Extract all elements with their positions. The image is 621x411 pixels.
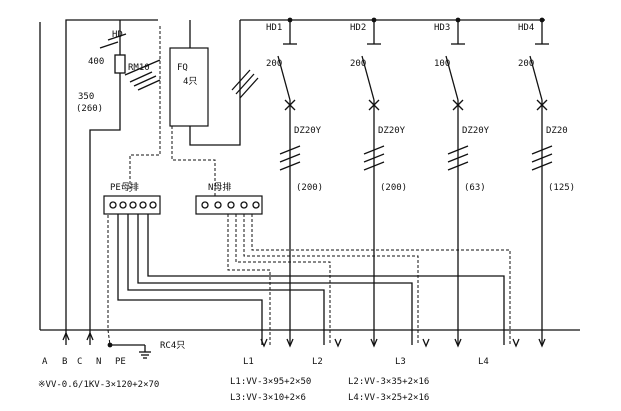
breaker-1-cable-tick-2 (279, 153, 301, 163)
breaker-3-cable-tick-2 (447, 153, 469, 163)
breaker-2-model: DZ20Y (378, 126, 406, 136)
breaker-2-cross-b (368, 99, 380, 111)
cable-l1: L1:VV-3×95+2×50 (230, 377, 311, 387)
load-label-l3: L3 (395, 357, 406, 367)
breaker-2-cable-tick-3 (363, 161, 385, 171)
breaker-3-cross-b (452, 99, 464, 111)
cable-l3: L3:VV-3×10+2×6 (230, 393, 306, 403)
breaker-1-cable-tick-1 (279, 145, 301, 155)
breaker-1-name: HD1 (266, 23, 282, 33)
breaker-4-rating: 200 (518, 59, 534, 69)
fuse-setting: (260) (76, 104, 103, 114)
load-arrow-4-1 (512, 338, 520, 348)
breaker-1-model: DZ20Y (294, 126, 322, 136)
breaker-1-cross-b (284, 99, 296, 111)
breaker-2-name: HD2 (350, 23, 366, 33)
phase-b: B (62, 357, 67, 367)
fq-box: FQ 4只 (169, 20, 259, 146)
breaker-1-rating: 200 (266, 59, 282, 69)
phase-a: A (42, 357, 48, 367)
breaker-3-blade (445, 55, 459, 101)
breaker-4-cross-b (536, 99, 548, 111)
n-busbar: N母排 (195, 181, 263, 215)
load-arrow-4-2 (538, 338, 546, 348)
fq-line2: 4只 (183, 77, 197, 87)
phase-pe: PE (115, 357, 126, 367)
breaker-4-model: DZ20 (546, 126, 568, 136)
load-label-l4: L4 (478, 357, 489, 367)
enclosure-outline (39, 22, 580, 331)
breaker-1-setting: (200) (296, 183, 323, 193)
main-switch-assembly: HD 400 RM10 350 (260) (65, 19, 161, 345)
breaker-2-cable-tick-2 (363, 153, 385, 163)
dashed-wiring (107, 26, 511, 346)
breaker-4-name: HD4 (518, 23, 534, 33)
load-label-l1: L1 (243, 357, 254, 367)
breaker-1-blade (277, 55, 291, 101)
load-arrow-3-2 (454, 338, 462, 348)
breaker-2-blade (361, 55, 375, 101)
incoming-phases: A B C N PE (42, 331, 151, 367)
breaker-3-rating: 100 (434, 59, 450, 69)
breaker-2-cable-tick-1 (363, 145, 385, 155)
phase-n: N (96, 357, 101, 367)
load-arrow-1-2 (286, 338, 294, 348)
breaker-4-cable-tick-1 (531, 145, 553, 155)
main-switch-name: HD (112, 30, 123, 40)
cable-l4: L4:VV-3×25+2×16 (348, 393, 429, 403)
fuse-rating: 350 (78, 92, 94, 102)
breaker-2-setting: (200) (380, 183, 407, 193)
cable-specs: ※VV-0.6/1KV-3×120+2×70 L1:VV-3×95+2×50 L… (38, 377, 429, 403)
breaker-3-name: HD3 (434, 23, 450, 33)
pe-bar-label: PE母排 (110, 181, 139, 193)
breaker-3-setting: (63) (464, 183, 486, 193)
load-label-l2: L2 (312, 357, 323, 367)
phase-c: C (77, 357, 82, 367)
breaker-3-cable-tick-1 (447, 145, 469, 155)
rc-label: RC4只 (160, 341, 185, 351)
breaker-3-model: DZ20Y (462, 126, 490, 136)
breaker-2-rating: 200 (350, 59, 366, 69)
load-labels: L1 L2 L3 L4 (243, 357, 489, 367)
breaker-4-setting: (125) (548, 183, 575, 193)
load-arrow-3-1 (422, 338, 430, 348)
n-bar-label: N母排 (208, 181, 231, 193)
feeder-cable: ※VV-0.6/1KV-3×120+2×70 (38, 380, 159, 390)
load-arrow-2-1 (334, 338, 342, 348)
fuse-model: RM10 (128, 63, 150, 73)
breaker-1-cable-tick-3 (279, 161, 301, 171)
breaker-3-cable-tick-3 (447, 161, 469, 171)
breaker-4-cable-tick-3 (531, 161, 553, 171)
breaker-4-cable-tick-2 (531, 153, 553, 163)
breaker-4-blade (529, 55, 543, 101)
fq-line1: FQ (177, 63, 188, 73)
main-switch-rating: 400 (88, 57, 104, 67)
cable-l2: L2:VV-3×35+2×16 (348, 377, 429, 387)
pe-busbar: PE母排 (103, 181, 505, 345)
load-arrow-2-2 (370, 338, 378, 348)
